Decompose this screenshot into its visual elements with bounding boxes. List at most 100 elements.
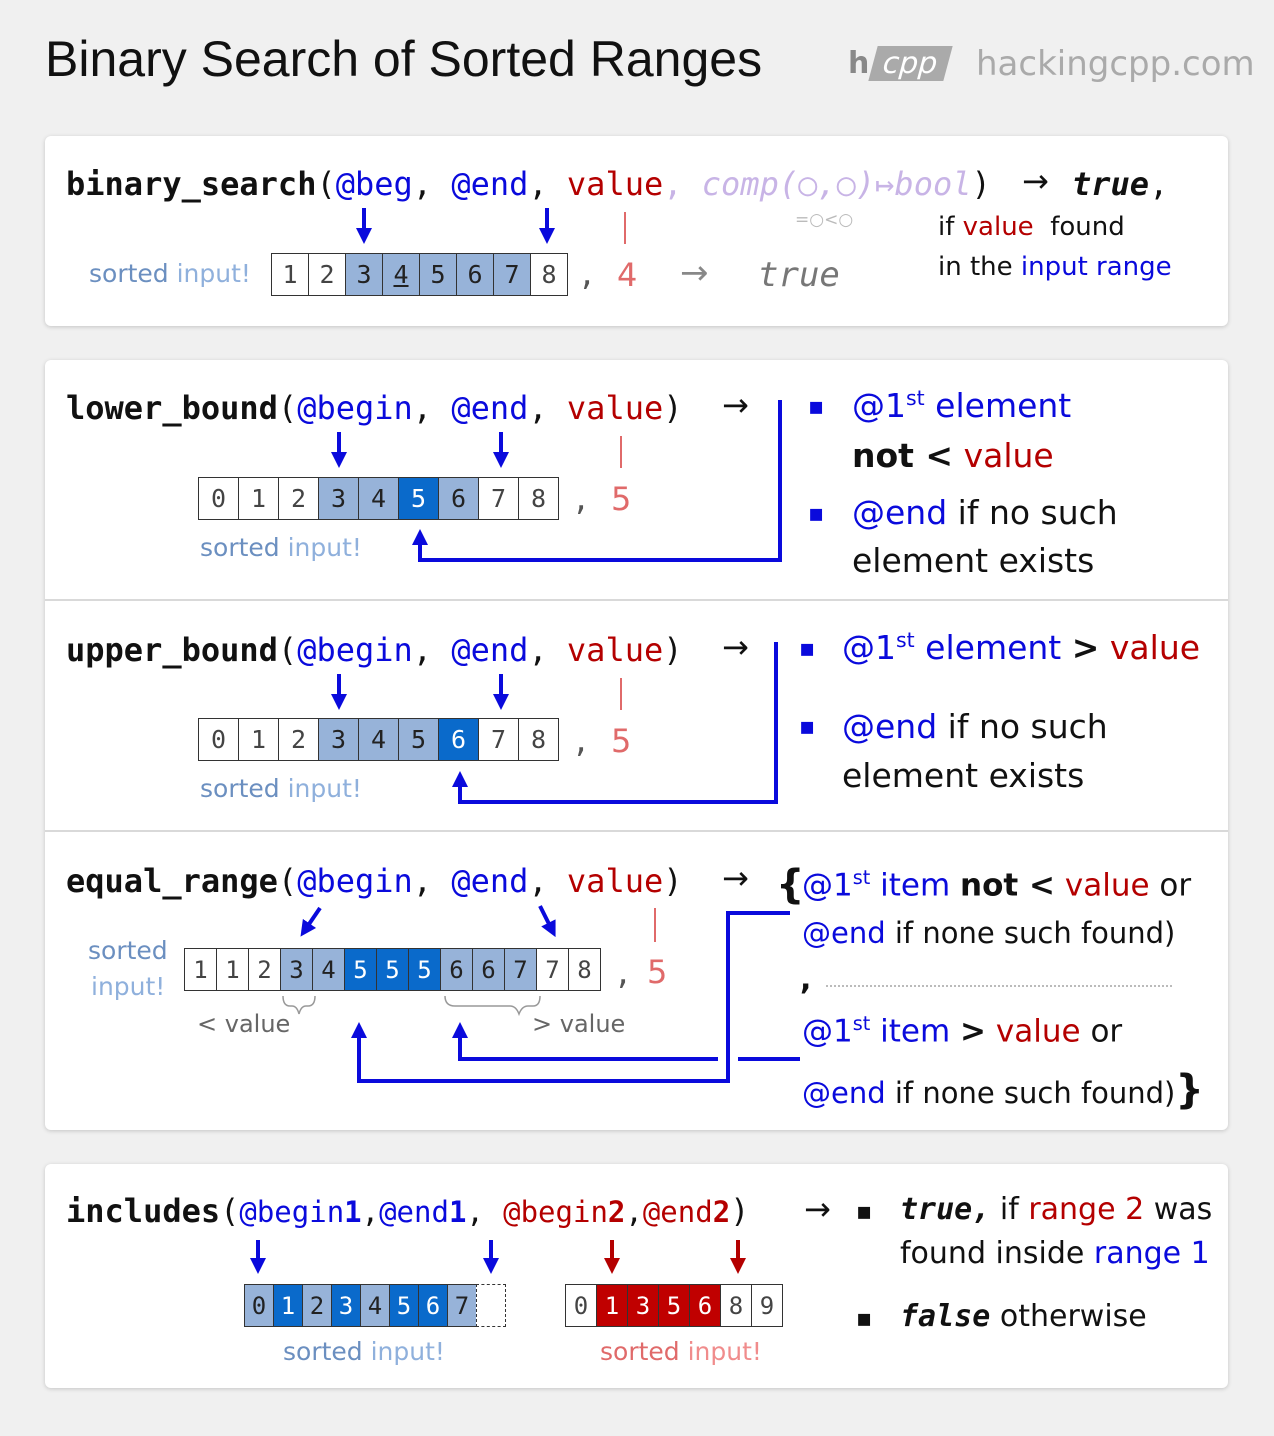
result-text: if none such found): [894, 916, 1176, 950]
note-text: in the: [938, 252, 1013, 282]
return-arrow: →: [804, 1190, 831, 1228]
array-cell: 4: [358, 718, 399, 761]
param-value: value: [566, 631, 664, 669]
example-comma: ,: [572, 725, 591, 760]
param-end: @end: [451, 389, 529, 427]
paren: (: [277, 631, 298, 669]
comma: ,: [1149, 165, 1169, 203]
divider: [45, 599, 1228, 601]
sorted-word: sorted: [89, 259, 169, 288]
result-sup: st: [852, 866, 871, 889]
result-text: true: [1072, 165, 1150, 203]
result-text: if: [999, 1192, 1019, 1227]
comma: ,: [466, 1195, 484, 1229]
arrow-begin: [300, 906, 322, 937]
result-at: @1: [802, 867, 853, 904]
equal-range-signature: equal_range(@begin, @end, value): [66, 862, 683, 900]
param-value: value: [566, 165, 664, 203]
paren: (: [316, 165, 336, 203]
result-range1: range 1: [1093, 1236, 1210, 1271]
paren: (: [220, 1192, 240, 1230]
lower-bound-return-line: [412, 400, 782, 562]
divider: [45, 830, 1228, 832]
array-cell: 0: [198, 718, 239, 761]
param-begin2: @begin: [503, 1195, 608, 1229]
param-value: value: [566, 862, 664, 900]
sorted-label-2: input!: [91, 972, 166, 1001]
array-cell: 5: [389, 1284, 419, 1327]
param-begin1: @begin: [239, 1195, 345, 1229]
note-text: found: [1050, 212, 1125, 242]
array-cell: 2: [278, 718, 319, 761]
paren: ): [971, 165, 991, 203]
equal-range-part-1b: @end if none such found): [802, 916, 1175, 950]
result-value: value: [1064, 867, 1150, 904]
result-item: item: [880, 867, 951, 904]
result-range2: range 2: [1028, 1192, 1145, 1227]
result-text: if no such: [957, 493, 1118, 532]
card-binary-search: [45, 136, 1228, 326]
binary-search-note-1: if value found: [938, 212, 1125, 242]
comma: ,: [663, 165, 683, 203]
input-word: input!: [176, 259, 251, 288]
result-text: otherwise: [999, 1299, 1147, 1334]
note-range: input range: [1020, 252, 1172, 282]
sorted-word: sorted: [200, 774, 280, 803]
param-begin2-num: 2: [607, 1195, 626, 1229]
includes-result-1: true, if range 2 was: [900, 1192, 1212, 1227]
result-sup: st: [906, 386, 925, 410]
fn-name: binary_search: [66, 165, 317, 203]
example-comma: ,: [572, 483, 591, 518]
comma: ,: [412, 631, 433, 669]
comp-hint: =○<○: [795, 210, 854, 230]
array-cell: 7: [478, 718, 519, 761]
lt-value-label: < value: [197, 1010, 291, 1038]
result-end: @end: [802, 916, 886, 950]
brace-open: {: [776, 862, 805, 908]
comma: ,: [412, 389, 433, 427]
bullet: ▪: [808, 499, 825, 527]
array-cell: 7: [536, 948, 569, 991]
array-cell: 1: [216, 948, 249, 991]
param-value: value: [566, 389, 664, 427]
result-at: @1: [852, 386, 906, 425]
result-sup: st: [896, 628, 915, 652]
array-cell: 9: [751, 1284, 783, 1327]
page-title: Binary Search of Sorted Ranges: [45, 31, 763, 87]
sorted-label-range-1: sorted input!: [283, 1337, 445, 1366]
upper-bound-result-1: @1st element > value: [842, 628, 1200, 667]
comma: ,: [361, 1195, 380, 1229]
equal-range-part-2b: @end if none such found)}: [802, 1067, 1204, 1113]
bullet: ▪: [808, 392, 825, 420]
result-end: @end: [802, 1076, 886, 1110]
example-comma: ,: [614, 957, 633, 992]
brace-lt: [282, 995, 316, 1015]
param-end2-num: 2: [712, 1195, 731, 1229]
result-end: @end: [852, 493, 948, 532]
comma: ,: [528, 862, 548, 900]
equal-range-second-line: [452, 1022, 718, 1061]
array-cell: 8: [530, 253, 568, 296]
sorted-label: sorted input!: [200, 533, 362, 562]
example-value: 5: [647, 953, 668, 991]
array-cell: 8: [568, 948, 601, 991]
fn-name: equal_range: [66, 862, 278, 900]
return-arrow: →: [722, 628, 749, 666]
paren: (: [277, 389, 298, 427]
return-arrow: →: [1022, 162, 1049, 200]
array-cell: 1: [184, 948, 217, 991]
site-url[interactable]: hackingcpp.com: [976, 44, 1255, 84]
sorted-label: sorted input!: [200, 774, 362, 803]
paren: ): [730, 1192, 750, 1230]
param-end2: @end: [642, 1195, 713, 1229]
example-value: 5: [611, 722, 632, 760]
site-logo[interactable]: h cpp: [848, 44, 953, 82]
result-item: item: [880, 1013, 951, 1050]
result-at: @1: [842, 628, 896, 667]
array-cell: 1: [271, 253, 309, 296]
